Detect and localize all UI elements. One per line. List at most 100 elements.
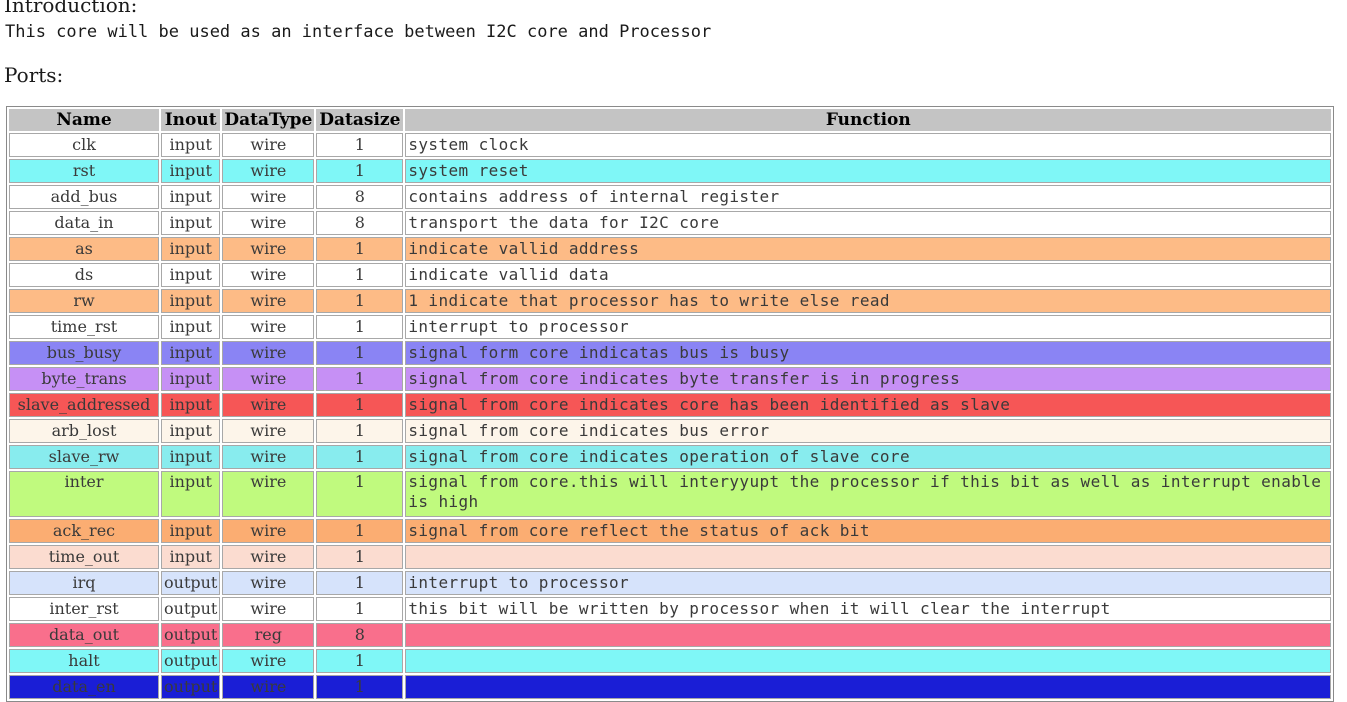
- cell-datatype: wire: [222, 519, 315, 543]
- cell-function: interrupt to processor: [405, 571, 1332, 595]
- cell-name: bus_busy: [9, 341, 159, 365]
- cell-function: contains address of internal register: [405, 185, 1332, 209]
- cell-function: [405, 623, 1332, 647]
- cell-datatype: wire: [222, 649, 315, 673]
- cell-datasize: 1: [316, 159, 404, 183]
- cell-name: add_bus: [9, 185, 159, 209]
- cell-datatype: wire: [222, 545, 315, 569]
- intro-text: This core will be used as an interface b…: [5, 22, 712, 42]
- cell-name: data_en: [9, 675, 159, 699]
- cell-inout: input: [161, 211, 221, 235]
- cell-datasize: 1: [316, 545, 404, 569]
- cell-function: interrupt to processor: [405, 315, 1332, 339]
- cell-function: [405, 649, 1332, 673]
- cell-name: slave_rw: [9, 445, 159, 469]
- cell-inout: input: [161, 445, 221, 469]
- cell-datasize: 8: [316, 623, 404, 647]
- cell-datasize: 1: [316, 471, 404, 517]
- cell-inout: input: [161, 419, 221, 443]
- cell-function: signal from core indicates bus error: [405, 419, 1332, 443]
- cell-function: signal from core.this will interyyupt th…: [405, 471, 1332, 517]
- cell-name: arb_lost: [9, 419, 159, 443]
- cell-datatype: wire: [222, 445, 315, 469]
- cell-function: system reset: [405, 159, 1332, 183]
- cell-datatype: wire: [222, 471, 315, 517]
- cell-datatype: wire: [222, 367, 315, 391]
- cell-function: this bit will be written by processor wh…: [405, 597, 1332, 621]
- col-header-datasize: Datasize: [316, 109, 404, 131]
- cell-name: clk: [9, 133, 159, 157]
- cell-function: 1 indicate that processor has to write e…: [405, 289, 1332, 313]
- cell-name: inter_rst: [9, 597, 159, 621]
- ports-table: Name Inout DataType Datasize Function cl…: [6, 106, 1335, 702]
- cell-datatype: wire: [222, 315, 315, 339]
- cell-name: data_out: [9, 623, 159, 647]
- cell-inout: input: [161, 393, 221, 417]
- cell-inout: input: [161, 237, 221, 261]
- cell-inout: output: [161, 571, 221, 595]
- cell-datatype: reg: [222, 623, 315, 647]
- cell-inout: input: [161, 289, 221, 313]
- cell-datatype: wire: [222, 185, 315, 209]
- cell-datasize: 1: [316, 597, 404, 621]
- col-header-inout: Inout: [161, 109, 221, 131]
- cell-inout: output: [161, 675, 221, 699]
- cell-datasize: 8: [316, 211, 404, 235]
- col-header-function: Function: [405, 109, 1332, 131]
- cell-name: slave_addressed: [9, 393, 159, 417]
- cell-datatype: wire: [222, 341, 315, 365]
- cell-name: inter: [9, 471, 159, 517]
- cell-datasize: 1: [316, 393, 404, 417]
- cell-datasize: 1: [316, 367, 404, 391]
- cell-datatype: wire: [222, 133, 315, 157]
- cell-inout: output: [161, 597, 221, 621]
- cell-name: irq: [9, 571, 159, 595]
- cell-inout: output: [161, 623, 221, 647]
- cell-datasize: 1: [316, 237, 404, 261]
- cell-datasize: 1: [316, 289, 404, 313]
- cell-function: signal from core indicates byte transfer…: [405, 367, 1332, 391]
- cell-name: rst: [9, 159, 159, 183]
- cell-datatype: wire: [222, 289, 315, 313]
- cell-datatype: wire: [222, 393, 315, 417]
- cell-function: signal form core indicatas bus is busy: [405, 341, 1332, 365]
- cell-datasize: 1: [316, 341, 404, 365]
- cell-datasize: 1: [316, 445, 404, 469]
- cell-function: indicate vallid data: [405, 263, 1332, 287]
- ports-header-row: Name Inout DataType Datasize Function: [9, 109, 1332, 131]
- cell-name: ack_rec: [9, 519, 159, 543]
- cell-function: [405, 675, 1332, 699]
- cell-datasize: 1: [316, 675, 404, 699]
- cell-name: time_out: [9, 545, 159, 569]
- ports-heading: Ports:: [4, 63, 64, 87]
- cell-function: signal from core indicates operation of …: [405, 445, 1332, 469]
- cell-function: transport the data for I2C core: [405, 211, 1332, 235]
- cell-function: [405, 545, 1332, 569]
- cell-datatype: wire: [222, 419, 315, 443]
- cell-datatype: wire: [222, 675, 315, 699]
- cell-name: as: [9, 237, 159, 261]
- cell-function: signal from core reflect the status of a…: [405, 519, 1332, 543]
- cell-datasize: 1: [316, 315, 404, 339]
- intro-heading: Introduction:: [4, 0, 138, 17]
- cell-inout: input: [161, 185, 221, 209]
- cell-inout: input: [161, 159, 221, 183]
- cell-datasize: 1: [316, 419, 404, 443]
- cell-datasize: 1: [316, 519, 404, 543]
- cell-inout: input: [161, 133, 221, 157]
- cell-name: rw: [9, 289, 159, 313]
